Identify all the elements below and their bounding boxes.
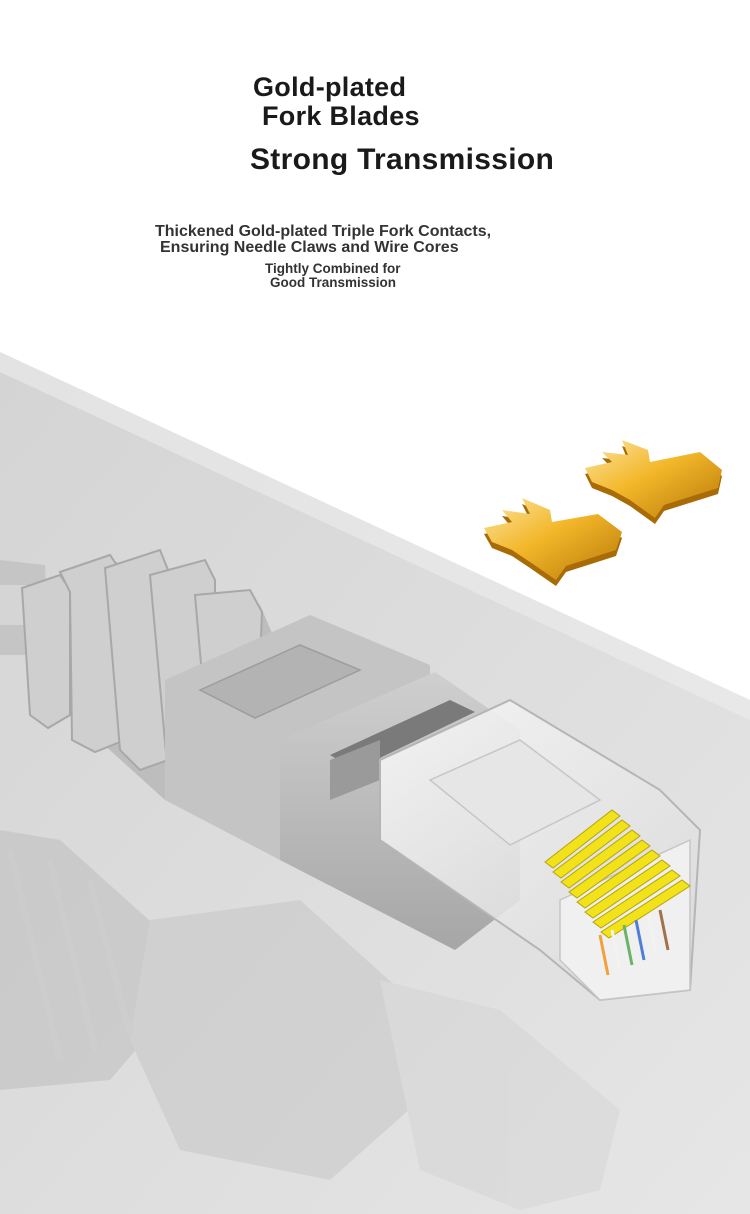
description-line-1: Thickened Gold-plated Triple Fork Contac… bbox=[155, 223, 492, 240]
headline-line-2: Fork Blades bbox=[262, 101, 420, 131]
floor-highlight bbox=[0, 352, 750, 720]
gold-fork-blade-lower bbox=[484, 498, 622, 586]
description-line-4: Good Transmission bbox=[270, 275, 397, 290]
gold-contacts bbox=[544, 809, 691, 939]
headline-line-3: Strong Transmission bbox=[250, 143, 555, 176]
connector-reflection bbox=[0, 830, 620, 1210]
description-line-3: Tightly Combined for bbox=[265, 261, 401, 276]
headline-line-1: Gold-plated bbox=[253, 72, 407, 102]
gold-fork-blade-upper bbox=[585, 440, 722, 524]
description-line-2: Ensuring Needle Claws and Wire Cores bbox=[160, 239, 459, 256]
inner-wires bbox=[598, 909, 670, 976]
